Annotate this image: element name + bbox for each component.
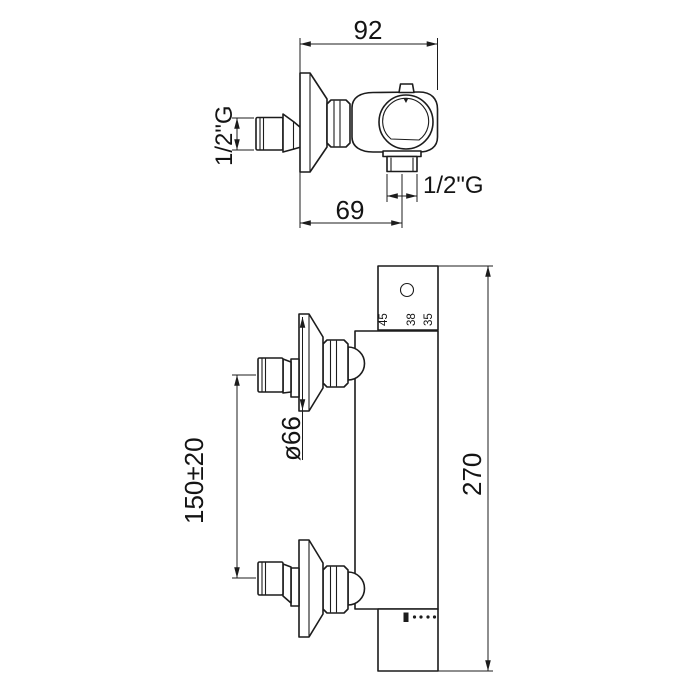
inlet-nipple [257,357,284,393]
front-view-dimensions: 270 150±20 ø66 [179,266,491,671]
dome-cap [347,571,366,606]
union-collar [290,358,300,398]
dim-text-69: 69 [336,195,365,225]
eccentric-union [282,113,302,153]
union-collar [290,567,300,607]
dim-text-inlet-thread: 1/2"G [211,105,238,166]
temp-38: 38 [406,313,418,326]
top-view-dimensions: 92 69 1/2"G 1/2"G [211,15,484,226]
escutcheon [298,539,324,638]
shower-outlet [382,150,422,173]
knob-index-mark [403,98,409,103]
knob-inner-face [382,97,430,141]
dim-text-92: 92 [354,15,383,45]
front-view: 45 38 35 [179,265,493,672]
front-view-extension-lines [232,265,493,672]
inlet-nipple [255,116,284,151]
union-nut [322,565,349,614]
temp-45: 45 [378,313,390,326]
temperature-scale: 45 38 35 [378,313,435,326]
dome-cap [347,346,366,381]
thermostat-handle: 45 38 35 [377,265,439,331]
mixer-body [354,330,439,610]
dim-text-66: ø66 [276,416,306,461]
union-nut [326,99,351,148]
body-top-tab [398,83,415,94]
top-view: 92 69 1/2"G 1/2"G [211,15,484,228]
temp-35: 35 [423,313,435,326]
union-neck [282,563,292,604]
inlet-nipple [257,561,284,596]
dim-text-outlet-thread: 1/2"G [423,172,484,199]
dim-text-150: 150±20 [179,437,209,524]
dim-text-270: 270 [457,453,487,496]
union-nut [322,339,349,388]
handle-button [399,282,415,298]
lower-inlet-assembly [257,539,366,638]
upper-inlet-assembly [257,313,366,412]
knob-outline [378,94,434,150]
escutcheon [299,72,328,173]
valve-body [351,83,439,153]
union-neck [282,358,292,394]
flow-handle [377,608,439,672]
flow-scale-marks [403,612,437,622]
